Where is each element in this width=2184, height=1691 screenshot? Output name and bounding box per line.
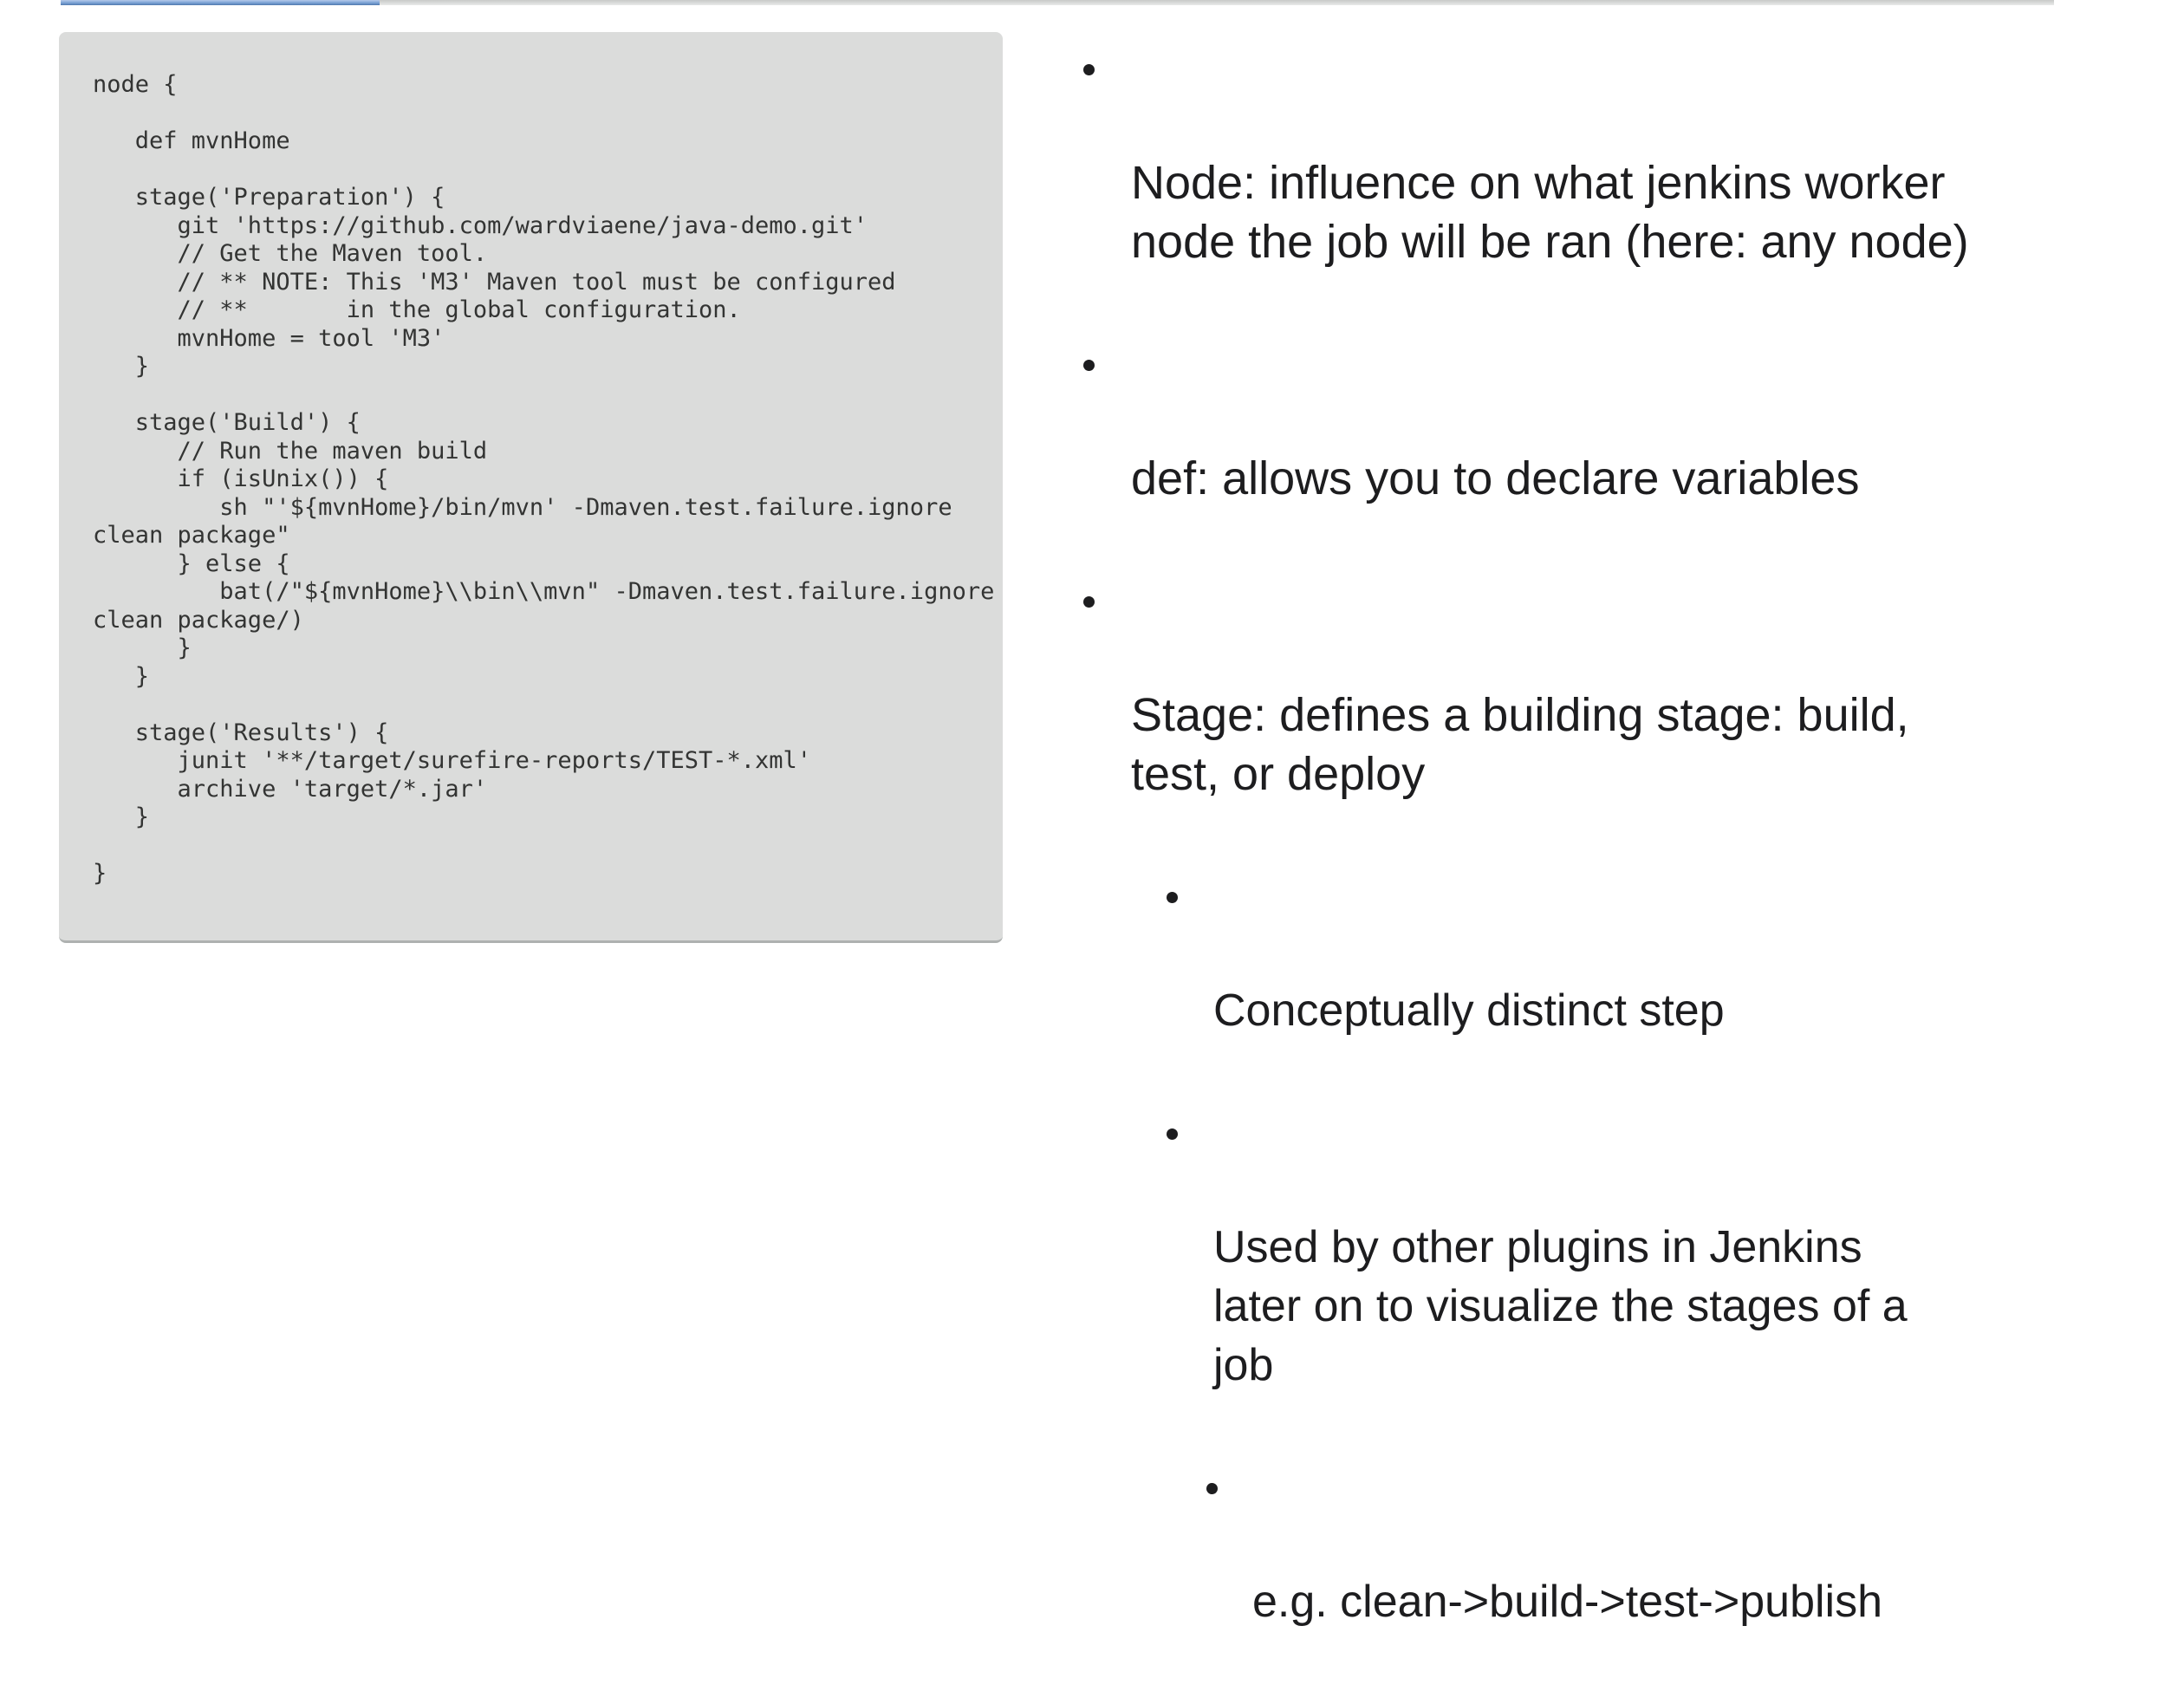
bullet-text: e.g. clean->build->test->publish xyxy=(1252,1577,1883,1627)
bullet-list: Node: influence on what jenkins worker n… xyxy=(0,36,2184,1691)
bullet-item-conceptual-step: Conceptually distinct step xyxy=(0,863,2184,1040)
bullet-text: Conceptually distinct step xyxy=(1213,985,1725,1036)
bullet-dot-icon xyxy=(1083,64,1095,75)
bullet-dot-icon xyxy=(1083,596,1095,608)
jenkins-pipeline-code-block: node { def mvnHome stage('Preparation') … xyxy=(59,32,1003,943)
bullet-text: def: allows you to declare variables xyxy=(1131,452,1860,504)
slide-canvas: { "page": { "background": "#ffffff" }, "… xyxy=(59,0,2054,1627)
bullet-item-used-by-plugins: Used by other plugins in Jenkins later o… xyxy=(0,1100,2184,1395)
bullet-text: Used by other plugins in Jenkins later o… xyxy=(1213,1222,1908,1390)
bullet-dot-icon xyxy=(1167,1128,1178,1140)
bullet-item-node: Node: influence on what jenkins worker n… xyxy=(0,36,2184,271)
bullet-dot-icon xyxy=(1206,1483,1218,1494)
bullet-dot-icon xyxy=(1083,360,1095,371)
bullet-dot-icon xyxy=(1167,892,1178,903)
video-progress-track[interactable] xyxy=(61,0,2054,5)
bullet-text: Node: influence on what jenkins worker n… xyxy=(1131,157,1969,268)
video-progress-fill xyxy=(61,0,380,5)
bullet-item-example-pipeline: e.g. clean->build->test->publish xyxy=(0,1454,2184,1631)
bullet-text: Stage: defines a building stage: build, … xyxy=(1131,689,1909,800)
bullet-item-stage: Stage: defines a building stage: build, … xyxy=(0,568,2184,803)
bullet-item-def: def: allows you to declare variables xyxy=(0,331,2184,508)
